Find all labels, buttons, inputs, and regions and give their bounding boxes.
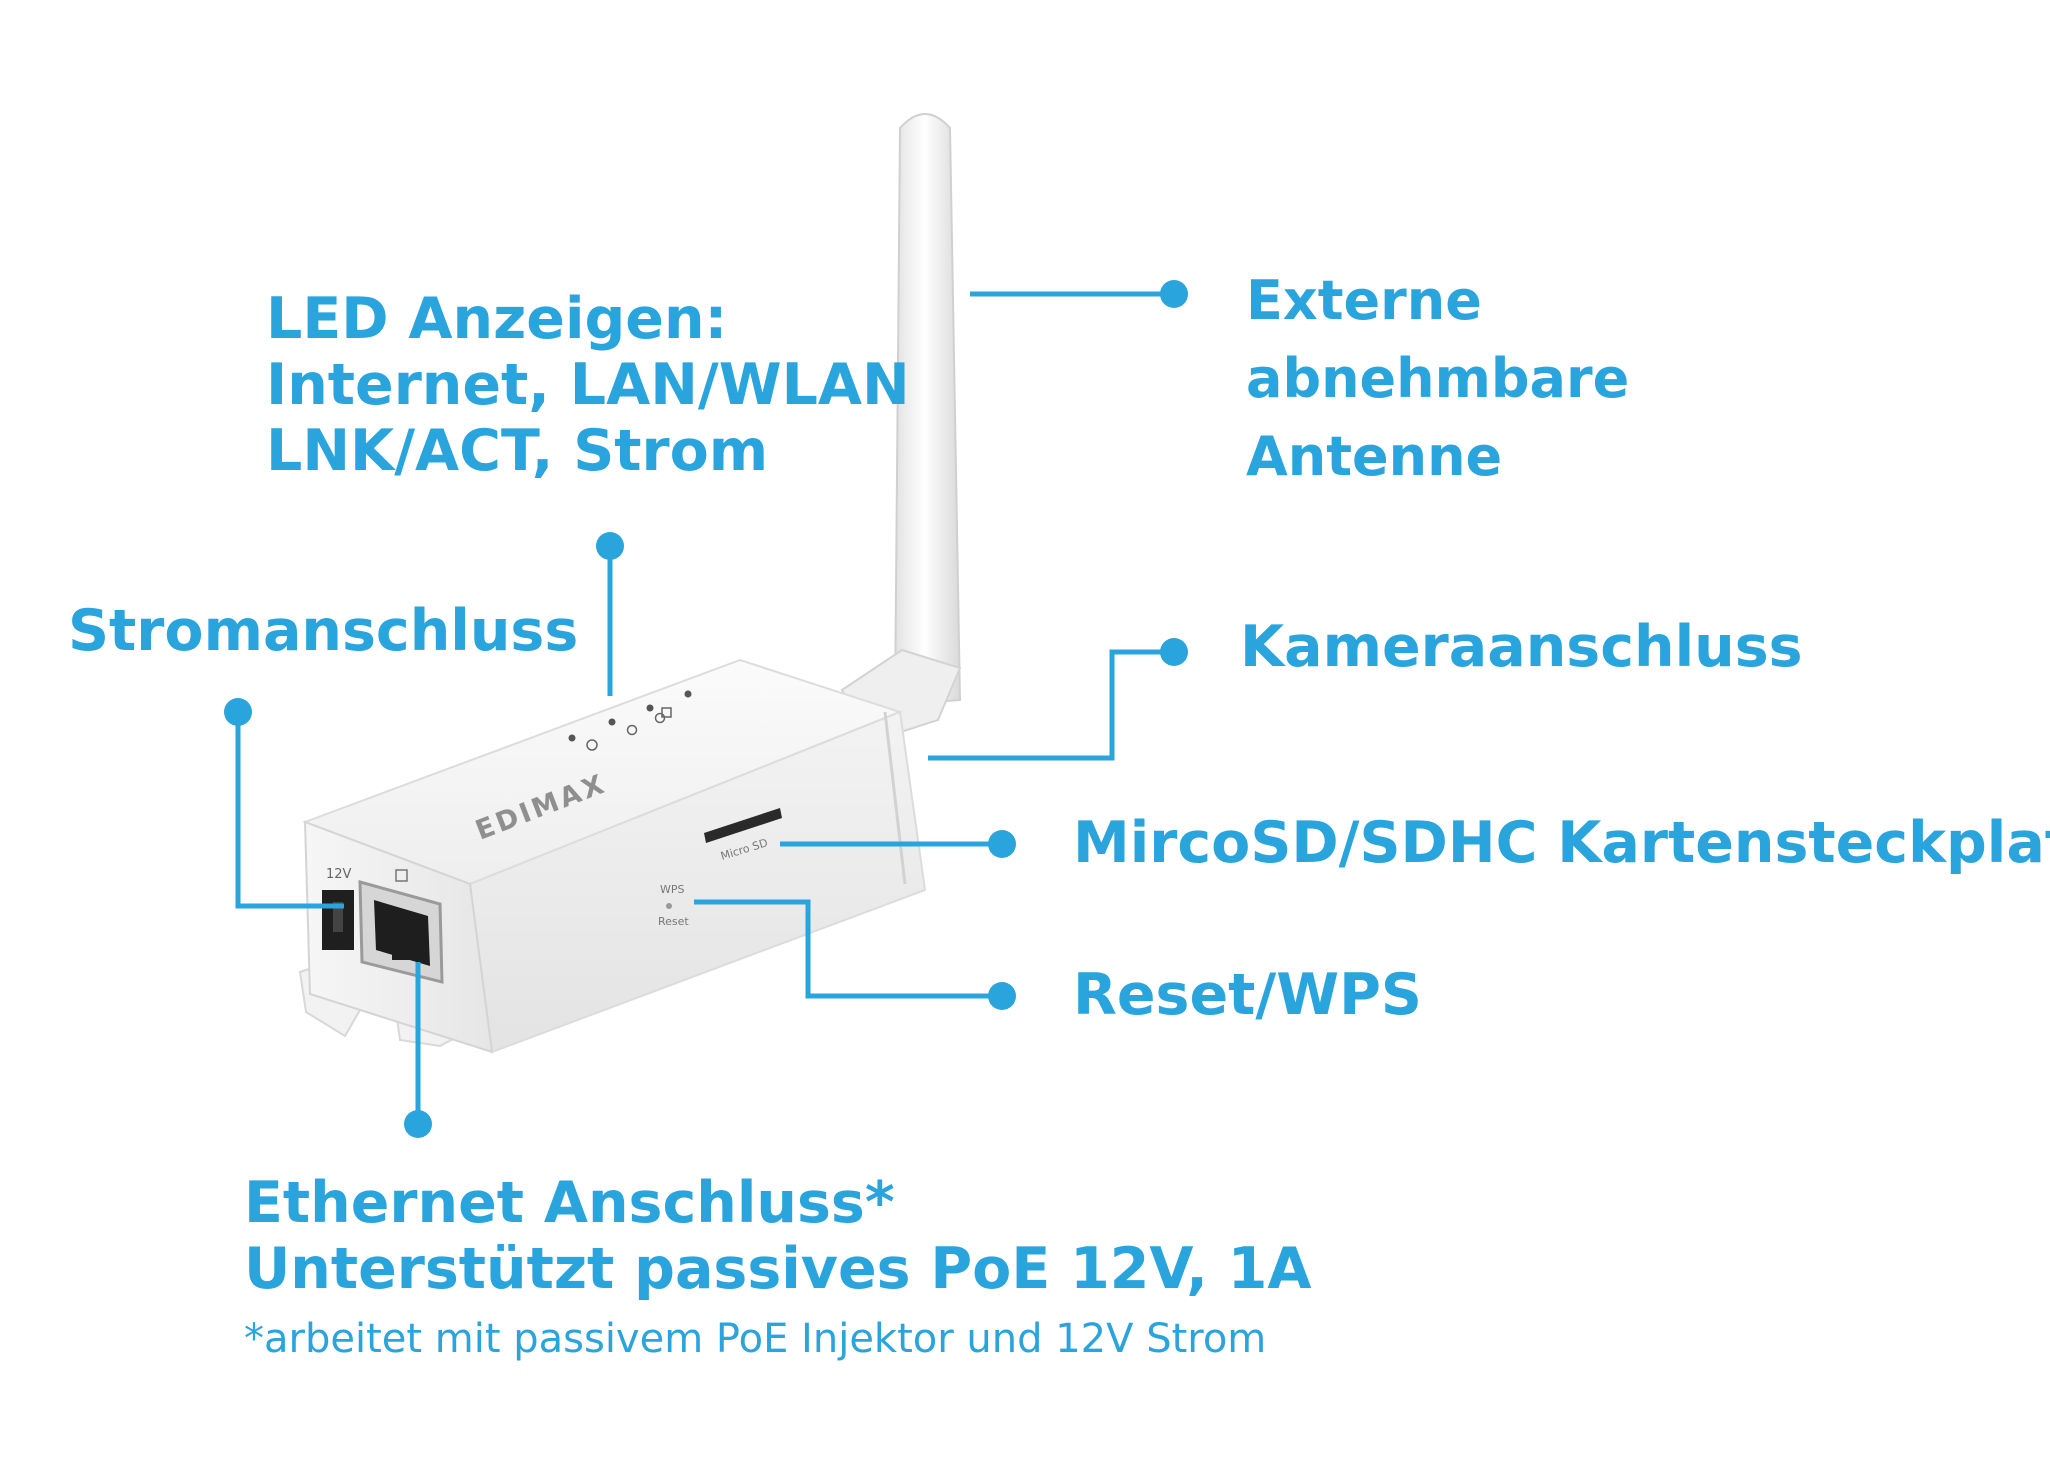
led-internet (684, 690, 692, 698)
leader-dot-led (596, 532, 624, 560)
leader-line-power (235, 712, 344, 909)
wifi-symbol-icon (654, 712, 666, 724)
leader-line-camera (928, 649, 1172, 761)
leader-dot-antenna (1160, 280, 1188, 308)
leader-dot-ethernet (404, 1110, 432, 1138)
label-antenna-line-3: Antenne (1246, 425, 1503, 488)
internet-symbol-icon (661, 707, 672, 718)
label-microsd-slot: MircoSD/SDHC Kartensteckplatz (1073, 810, 2050, 876)
label-power-connector: Stromanschluss (68, 598, 579, 664)
label-led-line-2: Internet, LAN/WLAN (266, 352, 910, 418)
ethernet-port-clip (392, 950, 414, 960)
led-lan (608, 718, 616, 726)
front-ports: 12V (322, 867, 444, 984)
footnote-poe: *arbeitet mit passivem PoE Injektor und … (244, 1316, 1267, 1362)
device-body (302, 658, 927, 1054)
wps-reset-button: WPS Reset (658, 883, 689, 928)
leader-dot-camera (1160, 638, 1188, 666)
wps-text: WPS (660, 883, 685, 896)
leader-line-reset (694, 899, 1002, 999)
reset-pinhole (666, 903, 672, 909)
label-camera-connector: Kameraanschluss (1240, 614, 1803, 680)
leader-dots (224, 280, 1188, 1138)
status-leds (568, 690, 692, 751)
led-power (568, 734, 576, 742)
label-led-line-3: LNK/ACT, Strom (266, 418, 769, 484)
label-reset-wps: Reset/WPS (1073, 962, 1422, 1028)
label-ethernet-line-1: Ethernet Anschluss* (244, 1170, 895, 1236)
ethernet-port-opening (374, 900, 430, 966)
ethernet-icon (395, 869, 408, 882)
leader-dot-microsd (988, 830, 1016, 858)
leader-dot-power (224, 698, 252, 726)
reset-text: Reset (658, 915, 689, 928)
lan-symbol-icon (626, 724, 638, 736)
label-led-line-1: LED Anzeigen: (266, 286, 728, 352)
label-antenna: Externe abnehmbare Antenne (1246, 262, 1629, 496)
antenna-rod (893, 113, 962, 707)
leader-lines (235, 291, 1172, 1124)
label-ethernet-line-2: Unterstützt passives PoE 12V, 1A (244, 1236, 1312, 1302)
label-ethernet-port: Ethernet Anschluss* Unterstützt passives… (244, 1170, 1311, 1302)
leader-dot-reset (988, 982, 1016, 1010)
power-symbol-icon (586, 739, 598, 751)
microsd-slot-opening (704, 808, 782, 843)
device-seam (883, 711, 907, 885)
label-led-indicators: LED Anzeigen: Internet, LAN/WLAN LNK/ACT… (266, 286, 910, 484)
led-wlan (646, 704, 654, 712)
label-antenna-line-2: abnehmbare (1246, 347, 1630, 410)
port-12v-text: 12V (326, 867, 352, 882)
label-antenna-line-1: Externe (1246, 269, 1482, 332)
dc-power-jack-inner (333, 902, 343, 932)
